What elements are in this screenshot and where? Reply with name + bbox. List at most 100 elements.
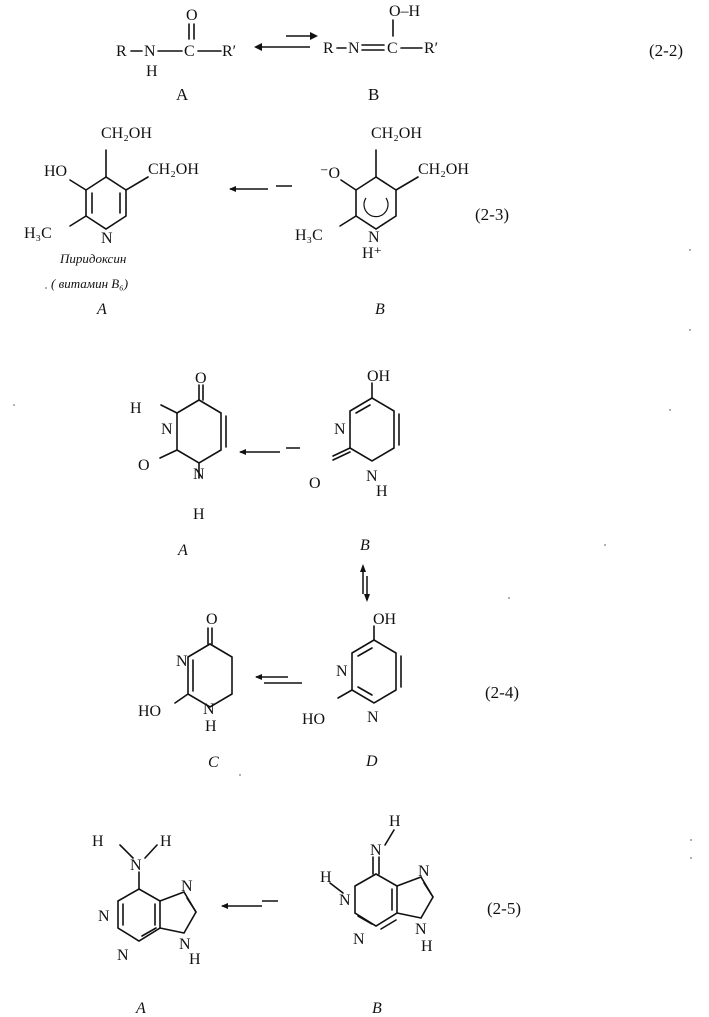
atom-n: N <box>101 230 113 247</box>
double-bond <box>141 927 157 937</box>
atom-o: O <box>195 370 207 387</box>
group-ho: HO <box>302 711 325 728</box>
atom-h: H <box>389 813 401 830</box>
atom-n: N <box>348 40 360 57</box>
atom-h: H <box>160 833 172 850</box>
bond <box>340 179 357 191</box>
atom-n: N <box>336 663 348 680</box>
group-ch2oh: CH₂OH <box>371 125 422 142</box>
bond <box>329 882 344 894</box>
arrowhead <box>364 594 370 602</box>
atom-o: O <box>309 475 321 492</box>
speck <box>669 409 671 411</box>
bond <box>339 215 357 227</box>
ring <box>349 397 395 462</box>
label-a: A <box>177 542 188 559</box>
ring <box>176 399 222 464</box>
group-ch2oh: CH₂OH <box>148 161 199 178</box>
label-a: A <box>176 85 189 104</box>
arrowhead <box>360 564 366 572</box>
uracil-b <box>332 382 400 462</box>
double-bond <box>423 882 434 898</box>
scan-specks <box>13 249 692 859</box>
group-ho: HO <box>138 703 161 720</box>
atom-h: H <box>193 506 205 523</box>
atom-n: N <box>117 947 129 964</box>
atom-r-prime: R′ <box>424 40 438 57</box>
bond <box>144 844 158 859</box>
atom-n: N <box>161 421 173 438</box>
double-bond <box>186 897 197 913</box>
atom-c: C <box>184 43 195 60</box>
speck <box>690 857 692 859</box>
atom-n: N <box>367 709 379 726</box>
adenine-b <box>329 829 434 930</box>
compound-name: Пиридоксин <box>59 251 126 266</box>
atom-n: N <box>179 936 191 953</box>
group-ch2oh: CH₂OH <box>418 161 469 178</box>
label-b: B <box>360 537 370 554</box>
bond <box>125 176 149 191</box>
atom-h-plus: H⁺ <box>362 245 382 262</box>
speck <box>689 249 691 251</box>
atom-r: R <box>116 43 127 60</box>
bond <box>384 829 395 846</box>
speck <box>45 287 47 289</box>
aromatic-circle <box>363 197 389 218</box>
bond <box>119 844 134 859</box>
arrowhead <box>229 186 236 192</box>
double-bond <box>357 686 373 696</box>
equation-2-5: H N H N N N N H A H N H N N N N H <box>92 813 521 1017</box>
speck <box>604 544 606 546</box>
atom-n: N <box>203 701 215 718</box>
equation-number: (2-3) <box>475 205 509 224</box>
pyridoxine-ring <box>69 149 149 230</box>
imidazole-ring <box>159 891 197 934</box>
atom-n: N <box>366 468 378 485</box>
equation-number: (2-4) <box>485 683 519 702</box>
speck <box>508 597 510 599</box>
pyridoxine-zwitterion-ring <box>339 149 419 230</box>
bond <box>337 689 353 699</box>
ring <box>351 639 397 704</box>
ring <box>117 888 161 942</box>
atom-n: N <box>339 892 351 909</box>
label-a: A <box>96 301 107 318</box>
atom-c: C <box>387 40 398 57</box>
label-a: A <box>135 1000 146 1017</box>
atom-oh: O–H <box>389 3 421 20</box>
atom-n: N <box>176 653 188 670</box>
bond <box>69 179 87 191</box>
atom-h: H <box>205 718 217 735</box>
label-c: C <box>208 754 219 771</box>
speck <box>690 839 692 841</box>
atom-n: N <box>130 857 142 874</box>
atom-h: H <box>146 63 158 80</box>
group-ch2oh: CH₂OH <box>101 125 152 142</box>
equation-2-4: O H N O N H A OH N O N H B <box>130 368 519 771</box>
atom-h: H <box>421 938 433 955</box>
vitamin-note: ( витамин B₆) <box>51 276 128 291</box>
speck <box>689 329 691 331</box>
group-o-minus: ⁻O <box>320 165 340 182</box>
equation-number: (2-2) <box>649 41 683 60</box>
atom-h: H <box>130 400 142 417</box>
atom-r: R <box>323 40 334 57</box>
atom-h: H <box>92 833 104 850</box>
label-b: B <box>368 85 379 104</box>
atom-n: N <box>353 931 365 948</box>
arrowhead <box>254 43 262 51</box>
atom-h: H <box>376 483 388 500</box>
label-b: B <box>375 301 385 318</box>
group-ho: HO <box>44 163 67 180</box>
atom-r-prime: R′ <box>222 43 236 60</box>
arrowhead <box>221 903 228 909</box>
bond <box>174 693 189 704</box>
bond <box>159 449 178 459</box>
double-bond <box>357 915 373 925</box>
label-d: D <box>365 753 378 770</box>
atom-oh: OH <box>367 368 391 385</box>
equation-2-2: R N H C O R′ A R N C O–H R′ B (2-2) <box>116 3 683 104</box>
